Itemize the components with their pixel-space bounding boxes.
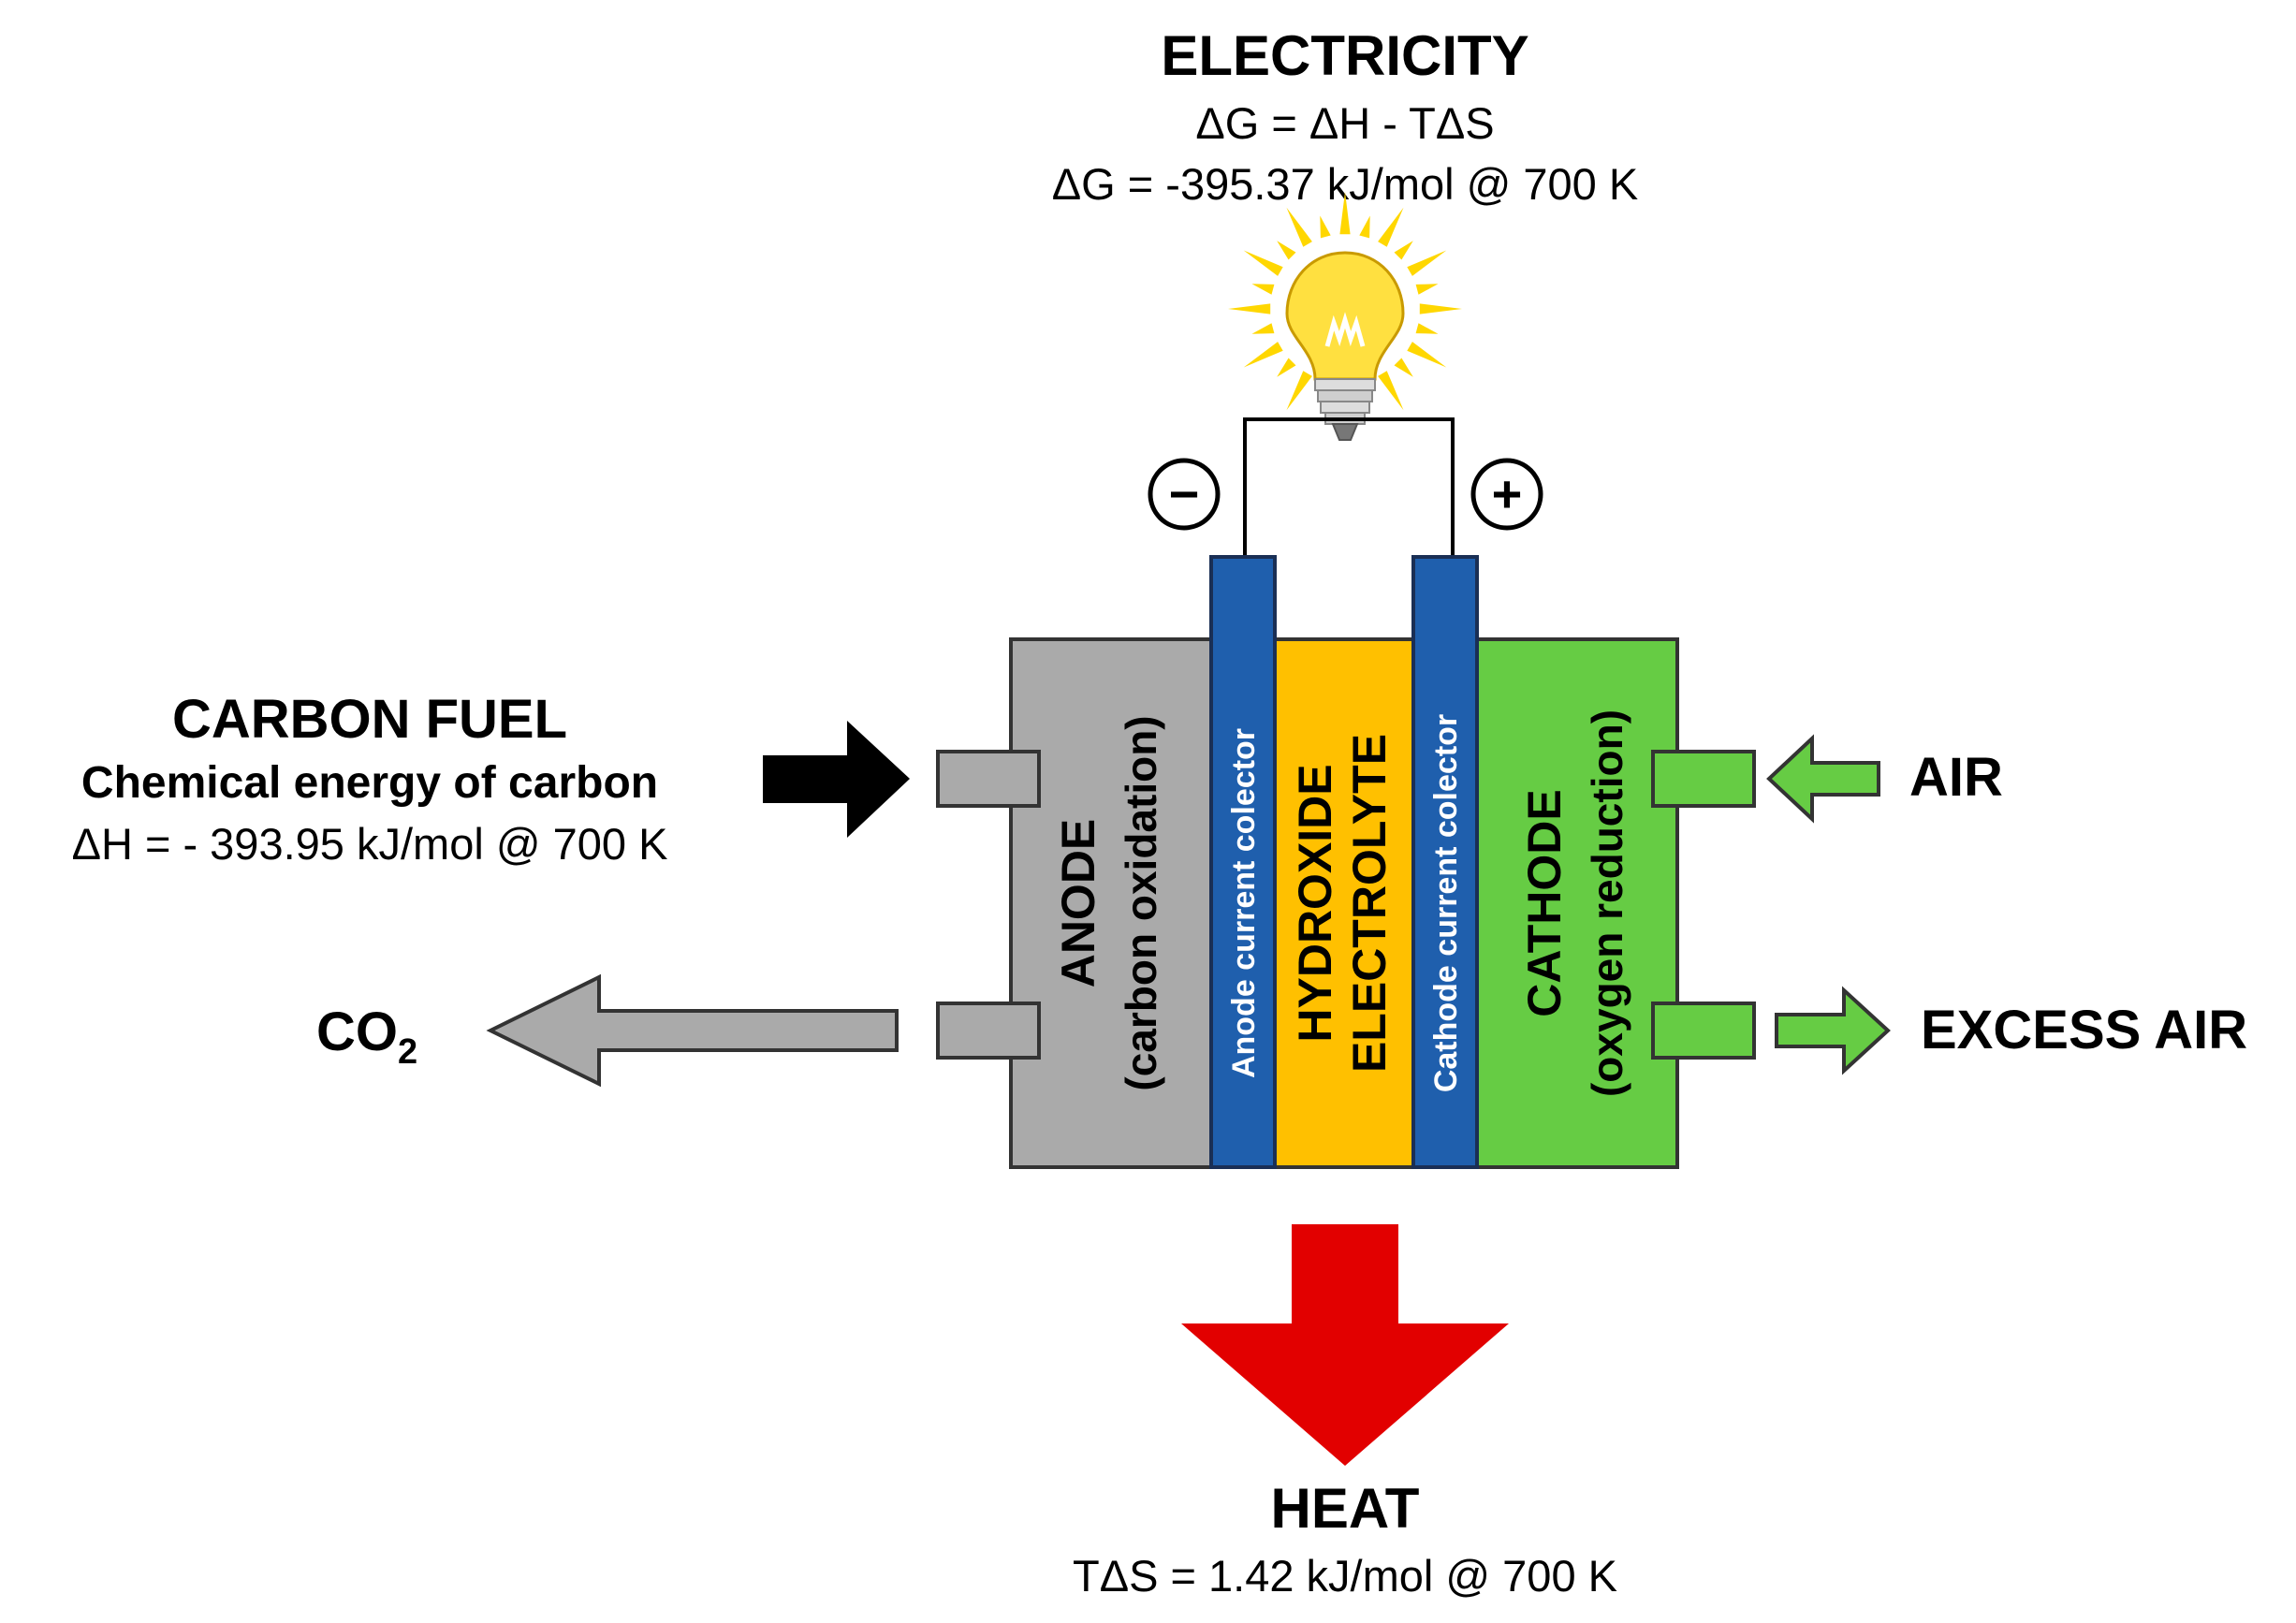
co2-arrow-icon (486, 973, 899, 1088)
cathode-layer (1475, 637, 1679, 1169)
bulb-base (1314, 378, 1376, 441)
gibbs-formula: ΔG = ΔH - TΔS (1195, 98, 1494, 148)
co2-label-main: CO (316, 1002, 398, 1062)
anode-label: ANODE (1052, 819, 1104, 988)
cathode-collector-label: Cathode current colector (1428, 714, 1464, 1092)
anode-collector-text: Anode current colector (1226, 728, 1262, 1078)
heat-value: TΔS = 1.42 kJ/mol @ 700 K (1073, 1551, 1617, 1601)
co2-label: CO2 (316, 1002, 417, 1072)
anode-text: ANODE (carbon oxidation) (1052, 715, 1165, 1090)
air-label: AIR (1909, 747, 2003, 808)
air-inlet-port (1651, 750, 1756, 808)
fuel-arrow-icon (763, 721, 910, 838)
electricity-title: ELECTRICITY (1161, 24, 1528, 87)
anode-current-collector (1209, 555, 1277, 1169)
bulb-filament (1324, 312, 1366, 347)
circuit-wire (1243, 417, 1455, 557)
electrolyte-line2: ELECTROLYTE (1343, 734, 1396, 1073)
positive-sign: + (1492, 464, 1523, 523)
air-outlet-port (1651, 1002, 1756, 1060)
fuel-inlet-port (936, 750, 1041, 808)
air-arrow-icon (1766, 734, 1880, 824)
co2-outlet-port (936, 1002, 1041, 1060)
positive-terminal-circle (1470, 458, 1543, 531)
bulb-ray-shapes (1228, 192, 1462, 426)
cathode-collector-text: Cathode current colector (1428, 714, 1464, 1092)
anode-layer (1009, 637, 1213, 1169)
electrolyte-text: HYDROXIDE ELECTROLYTE (1289, 734, 1396, 1073)
bulb-rays (1228, 192, 1462, 426)
cathode-label: CATHODE (1518, 789, 1571, 1017)
carbon-fuel-subtitle: Chemical energy of carbon (81, 758, 658, 808)
heat-block: HEAT TΔS = 1.42 kJ/mol @ 700 K (1073, 1477, 1617, 1601)
cathode-text: CATHODE (oxygen reduction) (1518, 709, 1631, 1097)
cathode-current-collector (1411, 555, 1479, 1169)
excess-air-label: EXCESS AIR (1921, 1000, 2247, 1060)
co2-label-subscript: 2 (398, 1032, 417, 1072)
positive-terminal: + (1470, 458, 1543, 531)
electricity-block: ELECTRICITY ΔG = ΔH - TΔS ΔG = -395.37 k… (1052, 24, 1638, 209)
carbon-fuel-enthalpy: ΔH = - 393.95 kJ/mol @ 700 K (72, 819, 668, 869)
negative-terminal: − (1148, 458, 1221, 531)
carbon-fuel-title: CARBON FUEL (172, 689, 567, 750)
cathode-sublabel: (oxygen reduction) (1583, 709, 1631, 1097)
light-bulb-icon (1228, 192, 1462, 441)
heat-arrow-icon (1181, 1224, 1509, 1466)
anode-sublabel: (carbon oxidation) (1117, 715, 1165, 1090)
fuel-cell: ANODE (carbon oxidation) Anode current c… (936, 555, 1756, 1169)
anode-collector-label: Anode current colector (1226, 728, 1262, 1078)
negative-sign: − (1169, 464, 1200, 523)
negative-terminal-circle (1148, 458, 1221, 531)
heat-title: HEAT (1271, 1477, 1420, 1540)
carbon-fuel-block: CARBON FUEL Chemical energy of carbon ΔH… (72, 689, 668, 869)
excess-air-arrow-icon (1775, 986, 1891, 1075)
electrolyte-line1: HYDROXIDE (1289, 764, 1341, 1042)
